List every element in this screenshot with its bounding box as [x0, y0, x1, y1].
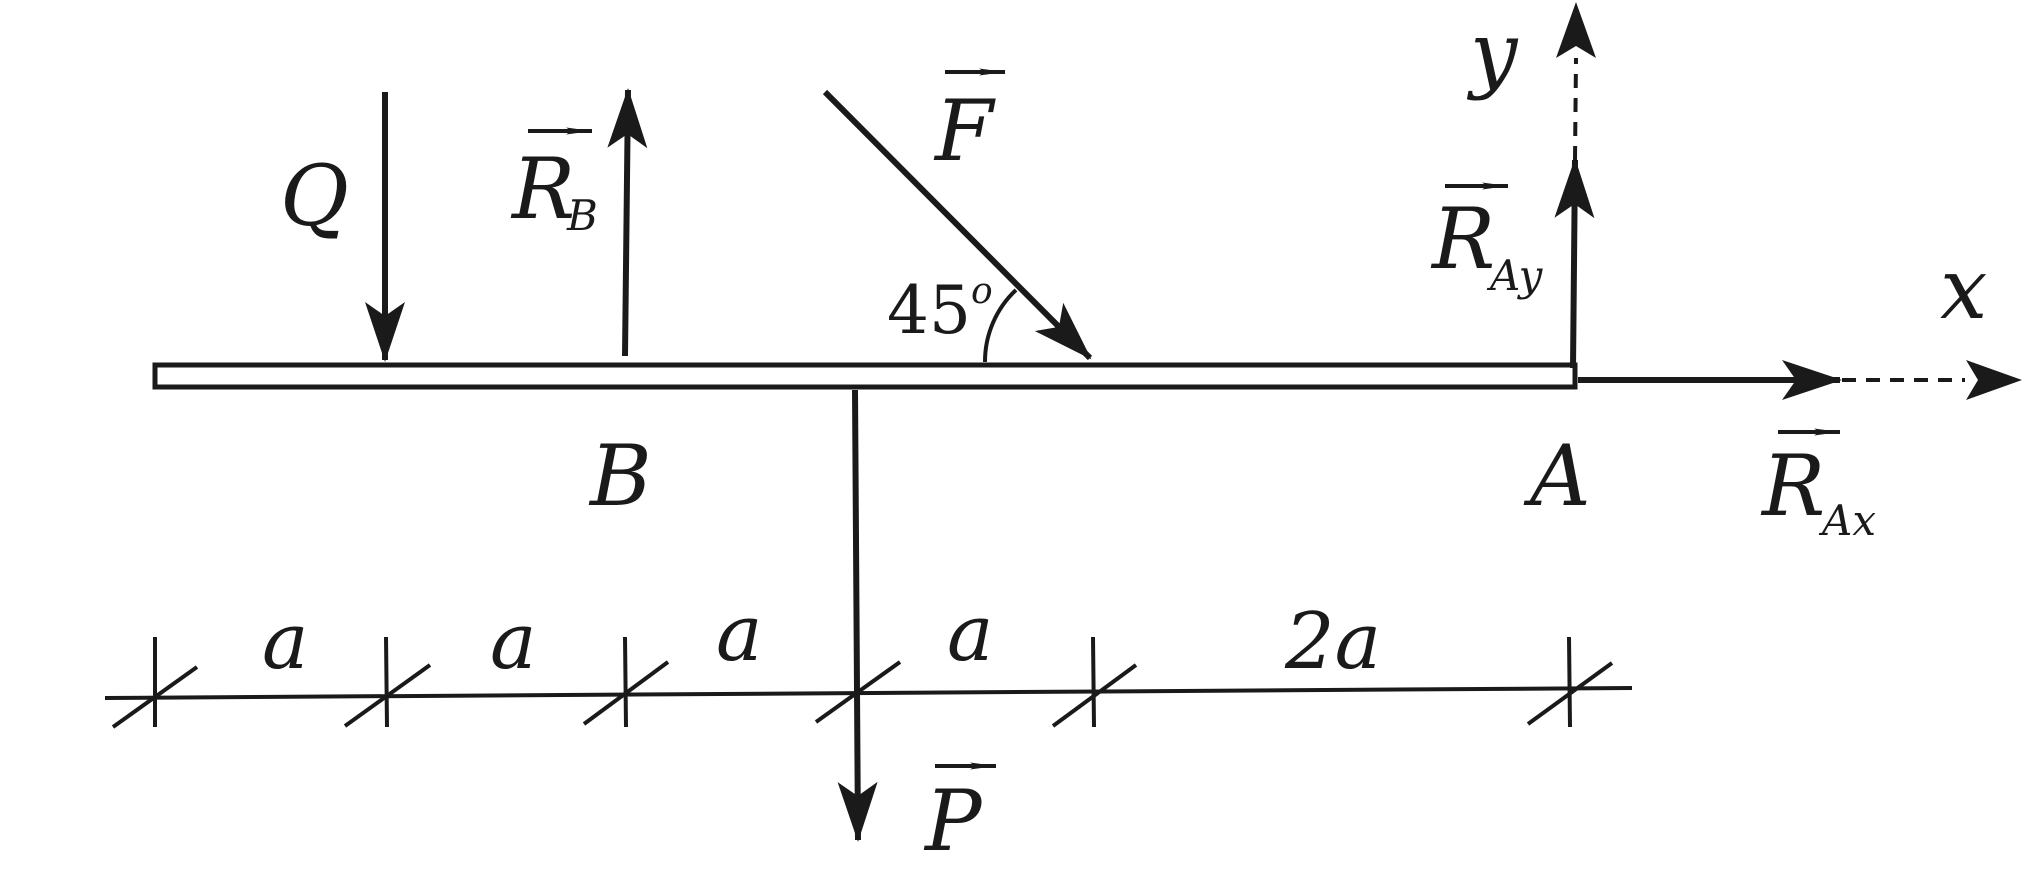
- dimension-slash: [1051, 663, 1138, 728]
- dimension-slash: [814, 660, 902, 724]
- label-F: F: [933, 82, 996, 180]
- y-axis-arrowhead: [1556, 2, 1596, 58]
- dimension-label: a: [947, 589, 994, 679]
- label-RB-subscript: B: [566, 191, 598, 240]
- label-point-B: B: [588, 427, 652, 525]
- dimension-slash: [111, 665, 199, 729]
- label-x: x: [1940, 240, 1987, 338]
- label-RAy: R: [1430, 190, 1495, 288]
- force-P-arrow: [837, 389, 878, 842]
- dimension-label: 2a: [1284, 597, 1381, 687]
- label-RAx-subscript: Ax: [1818, 496, 1876, 545]
- dimension-tick: [623, 636, 628, 728]
- dimension-slash: [343, 663, 432, 728]
- dimension-label: a: [490, 597, 537, 687]
- dimension-tick: [1567, 636, 1572, 728]
- dimension-tick: [384, 636, 389, 728]
- y-axis-dashed: [1573, 57, 1578, 161]
- x-axis-arrowhead: [1966, 360, 2022, 400]
- label-P: P: [923, 772, 983, 870]
- dimension-slash: [582, 660, 670, 726]
- label-RB: R: [510, 140, 575, 238]
- label-Q: Q: [280, 147, 349, 245]
- label-RAy-subscript: Ay: [1486, 251, 1544, 300]
- reaction-RB-arrow: [607, 88, 648, 357]
- dimension-slash: [1526, 661, 1614, 726]
- force-F-arrow: [822, 89, 1093, 361]
- dimension-label: a: [716, 589, 763, 679]
- angle-arc: [982, 288, 1018, 363]
- angle-label: 45o: [887, 271, 993, 349]
- label-RAx: R: [1760, 437, 1825, 535]
- label-y: y: [1466, 4, 1519, 102]
- dimension-label: a: [262, 597, 309, 687]
- label-point-A: A: [1523, 427, 1591, 525]
- dimension-tick: [1091, 636, 1096, 728]
- reaction-RAy-arrow: [1554, 158, 1595, 369]
- dimension-line: [104, 686, 1633, 700]
- beam: [152, 362, 1578, 390]
- dimension-ticks: [111, 636, 1614, 729]
